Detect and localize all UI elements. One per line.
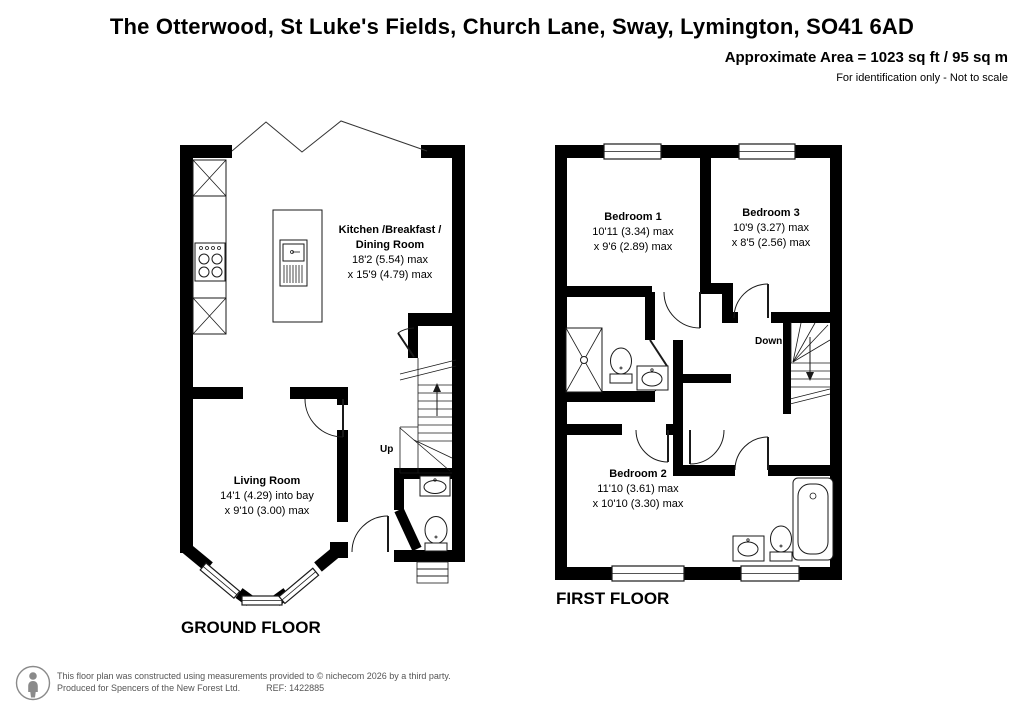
ground-floor-walls: [180, 145, 465, 606]
first-floor-label: FIRST FLOOR: [556, 589, 669, 608]
living-room-dim1: 14'1 (4.29) into bay: [220, 490, 314, 502]
stairs-down-label: Down: [755, 336, 782, 347]
bedroom1-label: Bedroom 1: [604, 211, 661, 223]
approximate-area: Approximate Area = 1023 sq ft / 95 sq m: [724, 49, 1008, 66]
stairs-up: [399, 358, 457, 474]
bedroom2-dim1: 11'10 (3.61) max: [597, 483, 679, 495]
stairs-down: [789, 322, 831, 405]
bedroom2-dim2: x 10'10 (3.30) max: [593, 498, 684, 510]
kitchen-lobby-door: [397, 327, 415, 358]
bedroom2-label: Bedroom 2: [609, 468, 666, 480]
living-room-dim2: x 9'10 (3.00) max: [225, 505, 310, 517]
bedroom3-label: Bedroom 3: [742, 207, 799, 219]
ground-floor-label: GROUND FLOOR: [181, 618, 321, 637]
bedroom2-door: [635, 429, 669, 463]
first-floor-windows: [603, 143, 800, 582]
shower-fixture: [565, 327, 603, 393]
kitchen-label-line1: Kitchen /Breakfast /: [339, 224, 442, 236]
bay-window: [199, 562, 320, 606]
bath-fixture: [792, 477, 834, 561]
bathroom-door: [734, 436, 769, 471]
wc-toilet-fixture: [424, 516, 448, 552]
living-room-label: Living Room: [234, 475, 301, 487]
kitchen-dim2: x 15'9 (4.79) max: [348, 269, 433, 281]
landing-door: [689, 429, 725, 465]
ensuite-toilet-fixture: [609, 347, 633, 384]
footer-credit: This floor plan was constructed using me…: [57, 670, 451, 694]
property-title: The Otterwood, St Luke's Fields, Church …: [109, 14, 915, 39]
bedroom1-door: [663, 291, 701, 329]
footer-line2: Produced for Spencers of the New Forest …: [57, 682, 451, 694]
first-floor-plan: Bedroom 1 10'11 (3.34) max x 9'6 (2.89) …: [555, 143, 842, 608]
scale-disclaimer: For identification only - Not to scale: [836, 72, 1008, 84]
hob-fixture: [194, 242, 226, 282]
bedroom1-dim2: x 9'6 (2.89) max: [594, 241, 673, 253]
porch-steps: [416, 561, 449, 584]
kitchen-living-door: [304, 398, 344, 438]
ground-floor-plan: Kitchen /Breakfast / Dining Room 18'2 (5…: [180, 120, 465, 637]
footer-produced-for: Produced for Spencers of the New Forest …: [57, 683, 241, 693]
person-logo-icon: [15, 665, 51, 701]
footer-ref: REF: 1422885: [266, 683, 325, 693]
kitchen-label-line2: Dining Room: [356, 239, 425, 251]
bathroom-basin-fixture: [732, 535, 765, 562]
kitchen-island: [272, 209, 323, 323]
stairs-up-label: Up: [380, 444, 393, 455]
footer-line1: This floor plan was constructed using me…: [57, 671, 451, 681]
open-boundary-break-line: [231, 120, 428, 153]
bedroom3-dim2: x 8'5 (2.56) max: [732, 237, 811, 249]
bedroom1-dim1: 10'11 (3.34) max: [592, 226, 674, 238]
wc-basin-fixture: [419, 475, 451, 497]
bedroom3-dim1: 10'9 (3.27) max: [733, 222, 810, 234]
bedroom3-door: [733, 283, 769, 319]
ensuite-basin-fixture: [636, 365, 669, 391]
kitchen-dim1: 18'2 (5.54) max: [352, 254, 429, 266]
bathroom-toilet-fixture: [769, 525, 793, 562]
living-room-door: [351, 515, 389, 553]
